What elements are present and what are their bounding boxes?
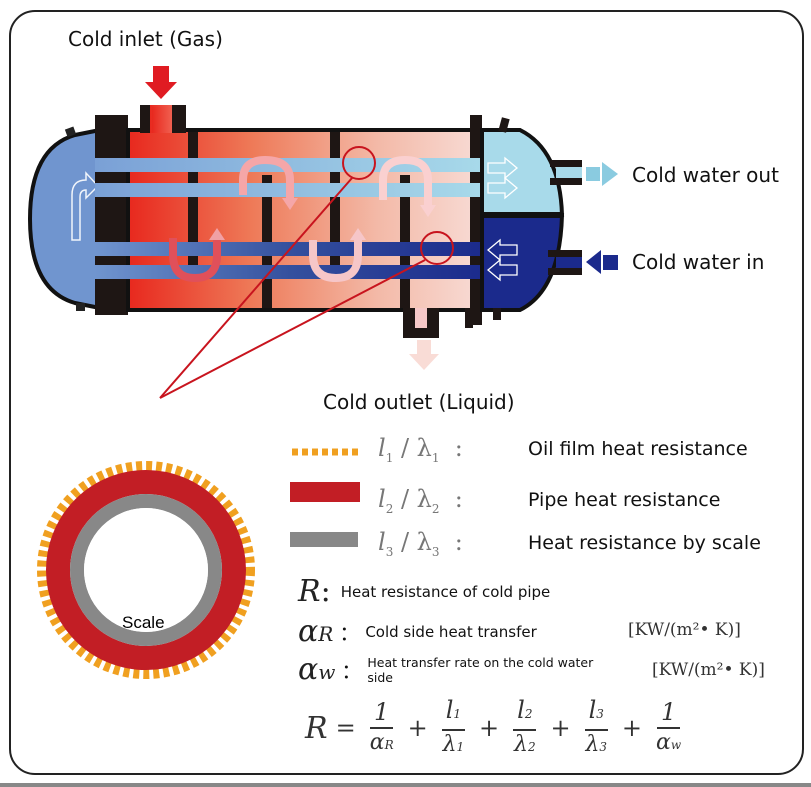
legend-description: Pipe heat resistance bbox=[528, 489, 721, 511]
inlet-nozzle bbox=[140, 105, 186, 133]
cold-inlet-label: Cold inlet (Gas) bbox=[68, 27, 223, 51]
legend-symbol: l2 / λ2 : bbox=[378, 484, 463, 516]
legend-symbol: l3 / λ3 : bbox=[378, 527, 463, 559]
oil-film-layer bbox=[37, 461, 255, 679]
shell bbox=[126, 128, 485, 312]
unit-alpha-w: [KW/(m²• K)] bbox=[652, 660, 765, 680]
scale-label: Scale bbox=[122, 613, 165, 632]
cold-water-in-label: Cold water in bbox=[632, 250, 765, 274]
legend-symbol: l1 / λ1 : bbox=[378, 433, 463, 465]
detail-pointer bbox=[159, 146, 454, 399]
definition-alpha-R: αR ： Cold side heat transfer bbox=[298, 614, 537, 649]
legend-swatches bbox=[290, 448, 360, 547]
bottom-divider bbox=[0, 783, 811, 787]
shell-flow-arrows bbox=[169, 155, 436, 283]
unit-alpha-R: [KW/(m²• K)] bbox=[628, 620, 741, 640]
tube-outlet-arrows bbox=[486, 156, 519, 282]
scale-layer bbox=[70, 494, 222, 646]
outlet-arrow-icon bbox=[409, 340, 439, 370]
cold-water-in-arrow-icon bbox=[586, 250, 618, 274]
legend-row-scale: l3 / λ3 : Heat resistance by scale bbox=[290, 526, 761, 560]
pipe-swatch bbox=[290, 482, 360, 502]
definition-alpha-w: αw ： Heat transfer rate on the cold wate… bbox=[298, 652, 594, 687]
right-nozzles bbox=[548, 160, 582, 275]
cold-water-out-label: Cold water out bbox=[632, 163, 779, 187]
left-head bbox=[27, 126, 102, 311]
tube-sheet-left bbox=[95, 115, 128, 315]
legend-row-pipe: l2 / λ2 : Pipe heat resistance bbox=[290, 483, 720, 517]
return-arrow-icon bbox=[71, 171, 100, 241]
pipe-wall-layer bbox=[46, 470, 246, 670]
legend-row-oil-film: l1 / λ1 : Oil film heat resistance bbox=[290, 432, 748, 466]
legend-description: Heat resistance by scale bbox=[528, 532, 761, 554]
scale-swatch bbox=[290, 532, 358, 547]
cold-water-out-arrow-icon bbox=[586, 162, 618, 186]
pipe-cross-section bbox=[37, 461, 255, 679]
definition-R: R: Heat resistance of cold pipe bbox=[298, 574, 551, 609]
cold-outlet-label: Cold outlet (Liquid) bbox=[323, 390, 515, 414]
inlet-arrow-icon bbox=[145, 66, 177, 99]
legend-description: Oil film heat resistance bbox=[528, 438, 748, 460]
diagram-frame bbox=[9, 10, 804, 775]
outlet-nozzle bbox=[403, 308, 473, 338]
right-head bbox=[480, 117, 565, 320]
